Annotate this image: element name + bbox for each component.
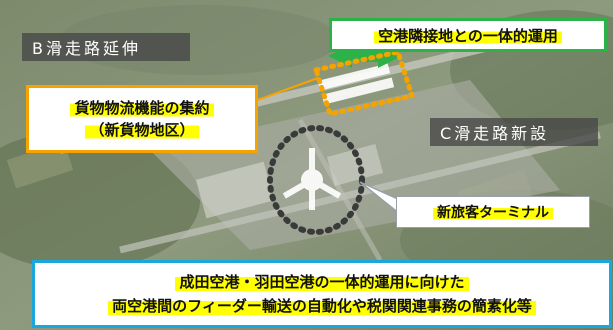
terminal-text: 新旅客ターミナル: [433, 202, 553, 222]
cargo-line2-text: （新貨物地区）: [85, 119, 199, 141]
runway-c-text: C滑走路新設: [440, 124, 550, 143]
cargo-line1-text: 貨物物流機能の集約: [70, 97, 214, 119]
cargo-callout: 貨物物流機能の集約 （新貨物地区）: [26, 85, 258, 153]
runway-b-text: B滑走路延伸: [32, 39, 141, 58]
integration-callout: 成田空港・羽田空港の一体的運用に向けた 両空港間のフィーダー輸送の自動化や税関関…: [32, 260, 612, 328]
bottom-line2-text: 両空港間のフィーダー輸送の自動化や税関関連事務の簡素化等: [108, 294, 536, 318]
adjacent-use-callout: 空港隣接地との一体的運用: [329, 18, 607, 52]
terminal-callout: 新旅客ターミナル: [396, 196, 590, 228]
runway-b-label: B滑走路延伸: [22, 33, 190, 61]
bottom-line1-text: 成田空港・羽田空港の一体的運用に向けた: [175, 270, 469, 294]
runway-c-label: C滑走路新設: [430, 118, 598, 146]
adjacent-use-text: 空港隣接地との一体的運用: [374, 24, 562, 46]
